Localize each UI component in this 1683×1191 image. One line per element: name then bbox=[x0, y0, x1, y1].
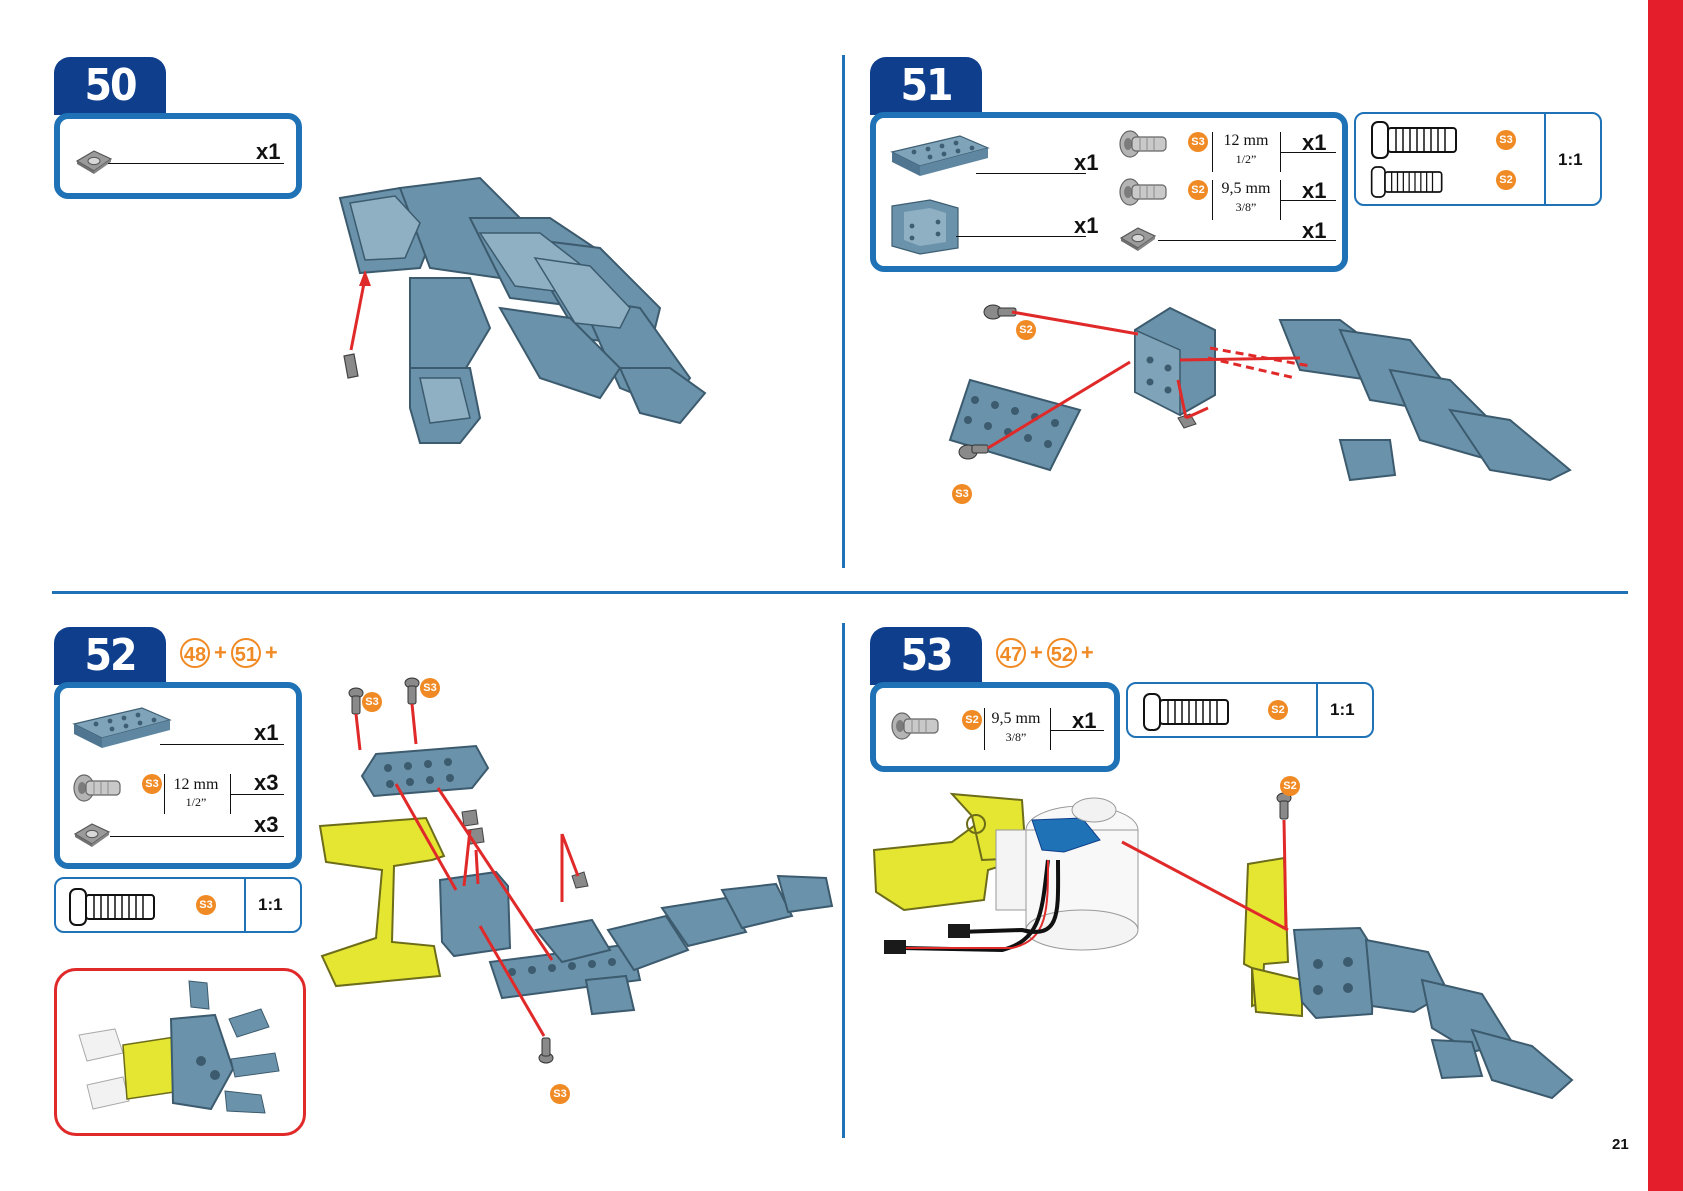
screw-code-badge: S3 bbox=[1496, 130, 1516, 150]
prerequisite-step-number: 47 bbox=[996, 638, 1026, 668]
screw-icon bbox=[72, 770, 124, 806]
red-edge-bar bbox=[1648, 0, 1683, 1191]
scale-ratio: 1:1 bbox=[1558, 150, 1583, 170]
dimension-tick bbox=[1212, 180, 1213, 220]
screw-icon bbox=[1118, 174, 1170, 210]
step-number-tab: 51 bbox=[870, 57, 982, 115]
dimension-tick bbox=[1050, 708, 1051, 750]
part-quantity: x3 bbox=[254, 812, 278, 838]
part-quantity: x1 bbox=[254, 720, 278, 746]
dimension-tick bbox=[1212, 132, 1213, 172]
part-quantity: x3 bbox=[254, 770, 278, 796]
screw-actual-size-icon bbox=[68, 885, 158, 929]
vertical-divider-top bbox=[842, 55, 845, 568]
prerequisite-step-number: 51 bbox=[231, 638, 261, 668]
step-50-assembly-illustration bbox=[320, 178, 740, 468]
prerequisite-steps: 47+52+ bbox=[996, 638, 1098, 668]
parts-list-box: x1 bbox=[54, 113, 302, 199]
screw-code-badge: S3 bbox=[196, 895, 216, 915]
screw-scale-box: S3 S2 1:1 bbox=[1354, 112, 1602, 206]
plate-icon bbox=[72, 702, 172, 752]
prerequisite-step-number: 48 bbox=[180, 638, 210, 668]
screw-code-badge: S3 bbox=[1188, 132, 1208, 152]
screw-scale-box: S2 1:1 bbox=[1126, 682, 1374, 738]
detail-view-illustration bbox=[65, 979, 295, 1129]
screw-icon bbox=[1118, 126, 1170, 162]
step-52-assembly-illustration bbox=[316, 680, 836, 1100]
part-quantity: x1 bbox=[256, 139, 280, 165]
plus-sign: + bbox=[1081, 640, 1094, 666]
bracket-icon bbox=[890, 196, 960, 256]
plus-sign: + bbox=[265, 640, 278, 666]
step-number-tab: 53 bbox=[870, 627, 982, 685]
screw-actual-size-icon bbox=[1142, 690, 1232, 734]
part-quantity: x1 bbox=[1302, 178, 1326, 204]
plate-icon bbox=[890, 130, 990, 180]
screw-length-inch: 1/2” bbox=[1216, 152, 1276, 167]
screw-icon bbox=[890, 708, 942, 744]
nut-icon bbox=[1118, 224, 1158, 252]
parts-list-box: S2 9,5 mm 3/8” x1 bbox=[870, 682, 1120, 772]
screw-code-badge: S2 bbox=[962, 710, 982, 730]
screw-callout-badge: S2 bbox=[1016, 320, 1036, 340]
vertical-divider-bottom bbox=[842, 623, 845, 1138]
scale-separator bbox=[244, 879, 246, 931]
part-quantity: x1 bbox=[1302, 130, 1326, 156]
screw-actual-size-icon bbox=[1370, 160, 1445, 204]
screw-callout-badge: S3 bbox=[362, 692, 382, 712]
scale-separator bbox=[1316, 684, 1318, 736]
nut-icon bbox=[72, 820, 112, 848]
screw-callout-badge: S3 bbox=[550, 1084, 570, 1104]
screw-callout-badge: S2 bbox=[1280, 776, 1300, 796]
screw-code-badge: S3 bbox=[142, 774, 162, 794]
parts-list-box: x1 x1 S3 12 mm 1/2” x1 S2 9,5 mm 3/8” x1… bbox=[870, 112, 1348, 272]
screw-length-mm: 12 mm bbox=[1216, 132, 1276, 150]
dimension-tick bbox=[984, 708, 985, 750]
step-53-assembly-illustration bbox=[872, 780, 1612, 1110]
screw-actual-size-icon bbox=[1370, 118, 1460, 162]
screw-length-inch: 3/8” bbox=[986, 730, 1046, 745]
part-quantity: x1 bbox=[1074, 150, 1098, 176]
prerequisite-step-number: 52 bbox=[1047, 638, 1077, 668]
plus-sign: + bbox=[214, 640, 227, 666]
leader-line bbox=[976, 173, 1086, 174]
screw-length-inch: 1/2” bbox=[166, 795, 226, 810]
step-number-tab: 50 bbox=[54, 57, 166, 115]
step-number-tab: 52 bbox=[54, 627, 166, 685]
screw-length-inch: 3/8” bbox=[1216, 200, 1276, 215]
leader-line bbox=[956, 236, 1086, 237]
screw-scale-box: S3 1:1 bbox=[54, 877, 302, 933]
screw-length-mm: 9,5 mm bbox=[1216, 180, 1276, 198]
screw-callout-badge: S3 bbox=[420, 678, 440, 698]
scale-ratio: 1:1 bbox=[258, 895, 283, 915]
screw-callout-badge: S3 bbox=[952, 484, 972, 504]
screw-length-mm: 12 mm bbox=[166, 776, 226, 794]
scale-ratio: 1:1 bbox=[1330, 700, 1355, 720]
screw-code-badge: S2 bbox=[1188, 180, 1208, 200]
screw-code-badge: S2 bbox=[1268, 700, 1288, 720]
part-quantity: x1 bbox=[1302, 218, 1326, 244]
horizontal-divider bbox=[52, 591, 1628, 594]
prerequisite-steps: 48+51+ bbox=[180, 638, 282, 668]
nut-icon bbox=[74, 147, 114, 175]
page-number: 21 bbox=[1612, 1136, 1629, 1153]
part-quantity: x1 bbox=[1072, 708, 1096, 734]
step-51-assembly-illustration bbox=[950, 300, 1590, 530]
parts-list-box: x1 S3 12 mm 1/2” x3 x3 bbox=[54, 682, 302, 869]
screw-code-badge: S2 bbox=[1496, 170, 1516, 190]
plus-sign: + bbox=[1030, 640, 1043, 666]
detail-view-box bbox=[54, 968, 306, 1136]
part-quantity: x1 bbox=[1074, 213, 1098, 239]
scale-separator bbox=[1544, 114, 1546, 204]
dimension-tick bbox=[164, 774, 165, 814]
screw-length-mm: 9,5 mm bbox=[986, 710, 1046, 728]
